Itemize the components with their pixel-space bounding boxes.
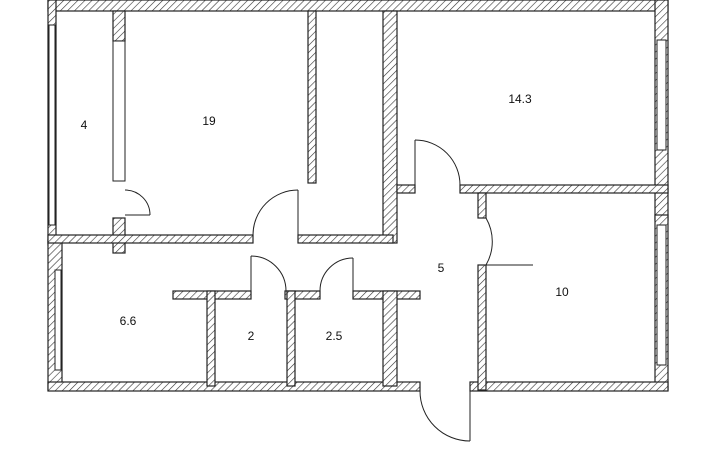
wall-right-room-left [477,192,487,219]
wardrobe-partition [112,40,126,182]
door-closet [124,189,151,216]
door-bedroom [252,189,299,236]
room-area-hall: 5 [438,261,445,275]
wall-right-room-left-lower [477,264,487,391]
room-labels: 4 19 14.3 5 10 6.6 2 2.5 [81,92,569,343]
exterior-wall-top [47,0,669,12]
wall-bath-top-2 [284,290,321,300]
interior-walls [47,10,669,391]
room-area-bedroom-large: 19 [202,114,216,128]
wall-bath-divider-1 [206,290,216,387]
door-toilet [319,257,354,292]
wall-bedroom-partition [307,10,317,184]
exterior-wall-bottom-right [469,381,669,392]
door-entrance [419,390,471,442]
room-area-closet: 4 [81,118,88,132]
room-area-kitchen: 6.6 [120,314,137,328]
wall-bedroom-bottom-right [297,234,394,244]
room-area-bedroom-top-right: 14.3 [508,92,532,106]
wall-closet-divider [112,10,126,42]
room-area-bathroom: 2 [248,329,255,343]
exterior-wall-bottom-left [47,381,421,392]
room-area-bedroom-right: 10 [555,285,569,299]
doors [124,139,533,442]
wall-bath-divider-3 [382,290,398,387]
wall-bedroom-bottom-left [47,234,254,244]
wall-top-right-bottom [459,184,669,194]
window-left-upper [48,24,56,226]
door-right-room [485,217,493,266]
wall-bedroom-right [382,10,398,244]
door-top-right [414,139,461,186]
window-right-lower [656,224,667,366]
door-bathroom [250,255,287,292]
room-area-toilet: 2.5 [326,329,343,343]
wall-corner-block [396,184,416,194]
windows [48,24,667,371]
window-left-lower [54,269,62,371]
window-right-upper [656,39,667,151]
wall-bath-divider-2 [286,290,296,387]
